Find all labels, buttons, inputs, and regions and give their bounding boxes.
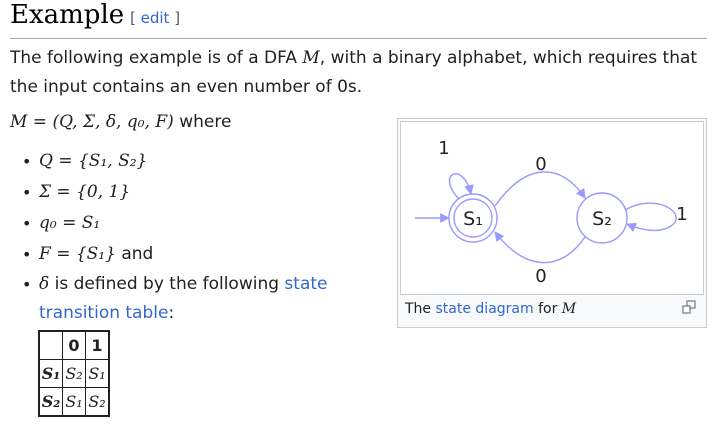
table-cell: S₂ — [62, 359, 86, 388]
label-s1-to-s2: 0 — [535, 154, 546, 175]
label-s1-loop: 1 — [438, 138, 449, 159]
bullet-math: q₀ = S₁ — [39, 213, 101, 233]
table-cell: S₁ — [85, 359, 110, 388]
bullet-math: Q = {S₁, S₂} — [39, 151, 148, 171]
edit-section: [ edit ] — [130, 9, 180, 27]
delta-desc: is defined by the following — [49, 274, 285, 294]
table-row-header: S₂ — [38, 387, 63, 417]
intro-paragraph: The following example is of a DFA M, wit… — [10, 44, 700, 102]
delta-math: δ — [39, 274, 50, 294]
list-item: Q = {S₁, S₂} — [22, 146, 153, 177]
figure-thumbnail: S₁ S₂ 1 0 0 1 The state diagram for M — [397, 118, 707, 328]
edit-link[interactable]: edit — [140, 9, 170, 27]
table-cell: S₂ — [85, 387, 110, 417]
figure-caption: The state diagram for M — [405, 301, 576, 317]
list-item: Σ = {0, 1} — [22, 177, 153, 208]
caption-var-m: M — [561, 301, 577, 317]
state-s2-circle — [576, 192, 628, 244]
bullet-marker: • — [22, 275, 32, 294]
transition-table: 0 1 S₁ S₂ S₁ S₂ S₁ S₂ — [38, 330, 110, 417]
edge-s2-to-s1 — [494, 231, 586, 264]
table-row-header: S₁ — [38, 359, 63, 388]
s1-self-loop — [448, 173, 474, 200]
state-diagram-link[interactable]: state diagram — [435, 301, 534, 317]
bullet-math: F = {S₁} — [39, 244, 116, 264]
delta-end: : — [168, 303, 175, 323]
definition-math: M = (Q, Σ, δ, q₀, F) — [10, 112, 174, 132]
intro-text-start: The following example is of a DFA — [10, 48, 303, 68]
table-header-cell: 0 — [62, 330, 86, 360]
intro-text-end: , with a binary alphabet, which requires… — [10, 48, 698, 97]
caption-text-start: The — [405, 301, 436, 317]
label-s2-to-s1: 0 — [535, 266, 546, 287]
delta-text: δ is defined by the following state tran… — [39, 270, 339, 328]
section-heading: Example — [10, 0, 125, 30]
table-row: S₂ S₁ S₂ — [38, 387, 110, 417]
table-header-row: 0 1 — [38, 330, 110, 360]
table-header-cell: 1 — [85, 330, 110, 360]
state-diagram-svg: S₁ S₂ 1 0 0 1 — [415, 138, 688, 287]
state-s2-label: S₂ — [592, 208, 612, 230]
edit-bracket-open: [ — [130, 9, 141, 27]
edit-bracket-close: ] — [169, 9, 181, 27]
list-item: F = {S₁} and — [22, 239, 153, 270]
bullet-text: and — [115, 244, 154, 264]
state-s1-label: S₁ — [463, 208, 483, 230]
heading-divider — [10, 38, 707, 39]
table-cell: S₁ — [62, 387, 86, 417]
bullet-math: Σ = {0, 1} — [39, 182, 131, 202]
definition-line: M = (Q, Σ, δ, q₀, F) where — [10, 112, 231, 132]
definition-list: Q = {S₁, S₂} Σ = {0, 1} q₀ = S₁ F = {S₁}… — [22, 146, 153, 270]
definition-suffix: where — [173, 112, 232, 132]
state-diagram-image[interactable]: S₁ S₂ 1 0 0 1 — [400, 121, 704, 295]
intro-var-m: M — [302, 48, 320, 68]
state-s1-inner-circle — [453, 198, 493, 238]
table-corner-cell — [38, 330, 63, 360]
caption-text-middle: for — [533, 301, 562, 317]
state-transition-table-link[interactable]: state transition table — [39, 274, 328, 323]
table-row: S₁ S₂ S₁ — [38, 359, 110, 388]
label-s2-loop: 1 — [676, 204, 687, 225]
edge-s1-to-s2 — [494, 171, 586, 207]
s2-self-loop — [624, 202, 677, 232]
list-item: q₀ = S₁ — [22, 208, 153, 239]
enlarge-icon[interactable] — [682, 300, 696, 314]
